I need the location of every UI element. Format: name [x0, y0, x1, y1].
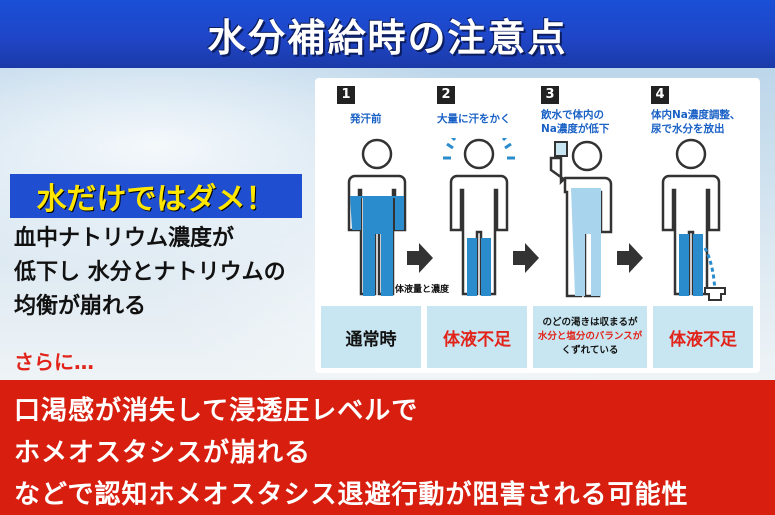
step-caption: 飲水で体内の Na濃度が低下 [541, 109, 610, 135]
step-number: 1 [337, 86, 355, 104]
explanation-text: 血中ナトリウム濃度が 低下し 水分とナトリウムの 均衡が崩れる [14, 226, 286, 319]
warning-banner: 水だけではダメ！ [10, 174, 302, 218]
page-title: 水分補給時の注意点 [207, 15, 568, 60]
person-urinating-icon [661, 138, 726, 301]
arrow-right-icon [407, 243, 433, 277]
step-number: 3 [541, 86, 559, 104]
label-fluid-deficit: 体液不足 [427, 306, 527, 368]
conclusion-line: などで認知ホメオスタシス退避行動が阻害される可能性 [14, 480, 689, 510]
person-sweating-icon [443, 138, 515, 296]
step-caption: 体内Na濃度調整、 尿で水分を放出 [651, 109, 741, 135]
arrow-right-icon [617, 243, 643, 277]
step-number: 2 [437, 86, 455, 104]
step-caption: 大量に汗をかく [437, 113, 511, 125]
arrow-right-icon [513, 243, 539, 277]
label-normal: 通常時 [321, 306, 421, 368]
conclusion-line: 口渇感が消失して浸透圧レベルで [14, 396, 419, 426]
infographic-panel: 1 発汗前 体液量と濃度 2 大量に汗をかく 3 飲水 [315, 78, 760, 373]
title-bar: 水分補給時の注意点 [0, 0, 775, 68]
person-drinking-icon [549, 140, 613, 298]
fluid-note: 体液量と濃度 [395, 285, 450, 295]
person-normal-icon [347, 138, 407, 296]
conclusion-box: 口渇感が消失して浸透圧レベルで ホメオスタシスが崩れる などで認知ホメオスタシス… [0, 380, 775, 515]
label-imbalance: のどの渇きは収まるが 水分と塩分のバランスが くずれている [533, 306, 647, 368]
label-fluid-deficit-2: 体液不足 [653, 306, 753, 368]
conclusion-line: ホメオスタシスが崩れる [14, 438, 312, 468]
step-number: 4 [651, 86, 669, 104]
furthermore-text: さらに… [14, 350, 94, 374]
step-caption: 発汗前 [350, 113, 382, 125]
